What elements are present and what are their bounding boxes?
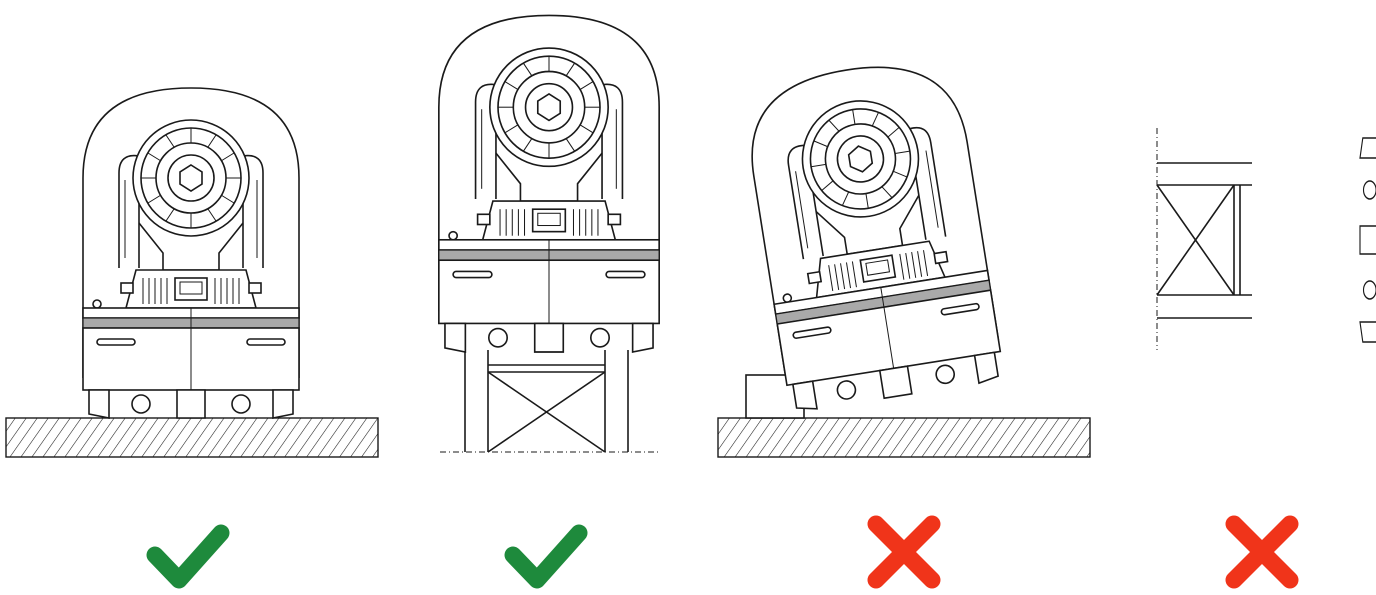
cross-mark-icon	[876, 524, 932, 580]
check-mark-icon	[155, 533, 221, 580]
panel-truss-upright	[438, 14, 660, 453]
truss-horizontal	[1156, 128, 1252, 350]
fixture-truss-upright	[438, 14, 660, 353]
status-marks	[155, 524, 1290, 580]
panel-floor-tilted	[717, 52, 1091, 458]
floor-ground	[5, 417, 379, 458]
panel-floor-upright	[5, 87, 379, 458]
fixture-floor-tilted	[738, 52, 1006, 414]
check-mark-icon	[513, 533, 579, 580]
cross-mark-icon	[1234, 524, 1290, 580]
fixture-floor-upright	[82, 87, 300, 419]
truss-vertical	[440, 350, 660, 453]
floor-ground-2	[717, 417, 1091, 458]
panel-truss-side	[1156, 128, 1376, 350]
fixture-truss-side	[1359, 131, 1376, 349]
